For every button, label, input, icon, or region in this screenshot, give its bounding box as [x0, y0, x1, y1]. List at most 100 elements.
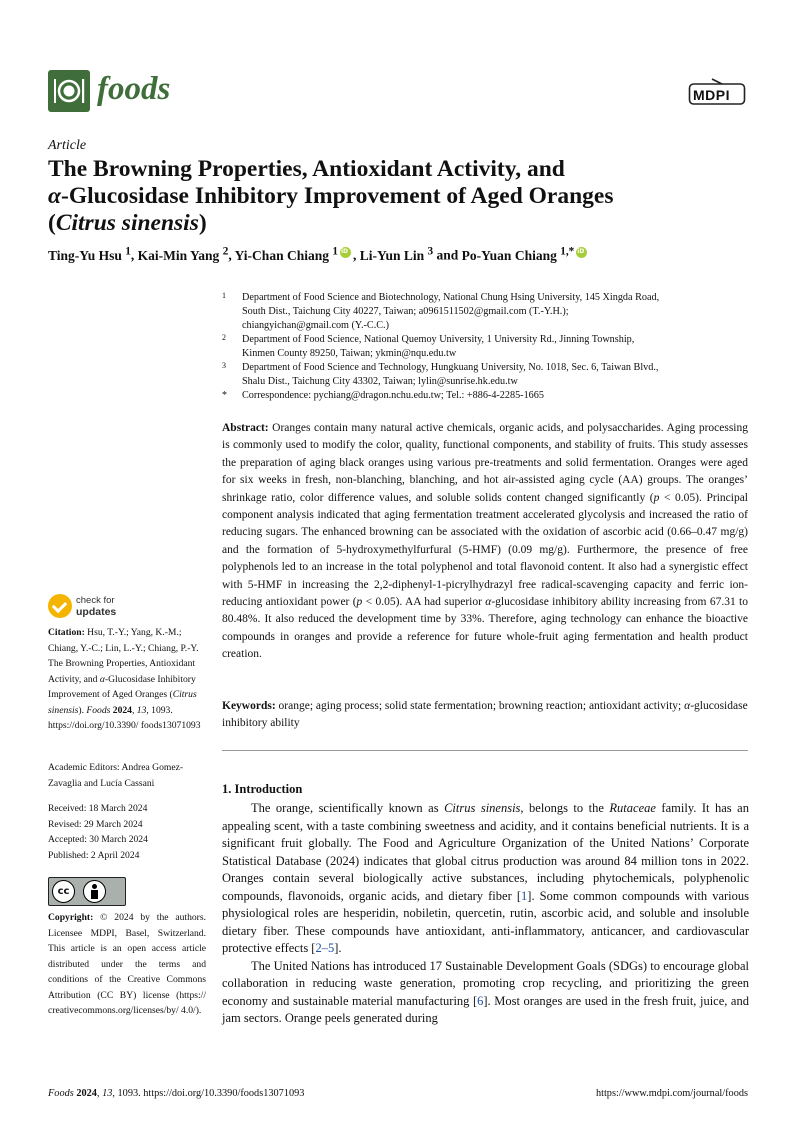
keywords-label: Keywords:: [222, 700, 276, 712]
section-divider: [222, 750, 748, 751]
introduction-body: The orange, scientifically known as Citr…: [222, 800, 749, 1028]
author-affil-sup: 3: [427, 245, 434, 257]
publication-dates: Received: 18 March 2024 Revised: 29 Marc…: [48, 801, 206, 863]
citation-text: ,: [131, 704, 137, 716]
citation-species: Citrus sinensis: [48, 689, 197, 716]
citation-journal: Foods: [86, 704, 111, 716]
keywords-text: -glucosidase inhibitory ability: [222, 700, 748, 730]
keywords-text: orange; aging process; solid state ferme…: [275, 700, 685, 712]
citation-text: ).: [78, 704, 87, 716]
affiliation-2: 2 Department of Food Science, National Q…: [222, 333, 742, 361]
author-sep: ,: [228, 247, 235, 263]
article-title: The Browning Properties, Antioxidant Act…: [48, 156, 748, 237]
paragraph: The orange, scientifically known as Citr…: [222, 800, 749, 958]
footer-doi[interactable]: , 1093. https://doi.org/10.3390/foods130…: [112, 1088, 305, 1099]
abstract-label: Abstract:: [222, 422, 269, 434]
correspondence-mark: *: [222, 390, 227, 401]
footer-year: 2024: [73, 1088, 97, 1099]
author-affil-sup: 2: [222, 245, 229, 257]
footer-volume: 13: [102, 1088, 113, 1099]
abstract-p-symbol: p: [653, 491, 660, 504]
cc-by-license-badge[interactable]: cc: [48, 877, 126, 906]
citation-text: , 1093. https://doi.org/10.3390/ foods13…: [48, 704, 201, 732]
author[interactable]: Ting-Yu Hsu 1: [48, 245, 131, 263]
author-sep: ,: [130, 247, 138, 263]
footer-text: ,: [96, 1088, 103, 1099]
title-line-1: The Browning Properties, Antioxidant Act…: [48, 156, 565, 182]
affiliations: 1 Department of Food Science and Biotech…: [222, 291, 742, 403]
accepted-date: Accepted: 30 March 2024: [48, 834, 148, 845]
section-heading-introduction: 1. Introduction: [222, 782, 303, 796]
author-name: Yi-Chan Chiang: [234, 247, 329, 263]
mdpi-logo: MDPI: [688, 78, 746, 108]
citation-label: Citation:: [48, 627, 85, 638]
copyright-text: © 2024 by the authors. Licensee MDPI, Ba…: [48, 912, 206, 1016]
citation-year: 2024: [110, 704, 132, 716]
citation-volume: 13: [136, 704, 147, 716]
paragraph-text: ]. Most oranges are used in the fresh fr…: [222, 993, 749, 1026]
correspondence: * Correspondence: pychiang@dragon.nchu.e…: [222, 389, 742, 403]
footer-journal: Foods: [48, 1088, 74, 1099]
title-line-2: α-Glucosidase Inhibitory Improvement of …: [48, 183, 748, 210]
author-name: Li-Yun Lin: [359, 247, 425, 263]
plate-icon: [54, 79, 85, 103]
updates-label: updates: [76, 606, 117, 618]
paragraph-text: ]. Some common compounds with various ph…: [222, 888, 750, 956]
paragraph-text: The United Nations has introduced 17 Sus…: [222, 958, 749, 1008]
academic-editors: Academic Editors: Andrea Gomez-Zavaglia …: [48, 762, 184, 789]
title-line-2-text: -Glucosidase Inhibitory Improvement of A…: [61, 183, 614, 209]
citation-text: Hsu, T.-Y.; Yang, K.-M.; Chiang, Y.-C.; …: [48, 627, 199, 685]
affiliation-1: 1 Department of Food Science and Biotech…: [222, 291, 742, 333]
paragraph: The United Nations has introduced 17 Sus…: [222, 958, 749, 1028]
abstract-text: Oranges contain many natural active chem…: [222, 422, 748, 504]
affiliation-line: Kinmen County 89250, Taiwan; ykmin@nqu.e…: [242, 348, 457, 359]
author[interactable]: Li-Yun Lin 3: [359, 245, 434, 263]
journal-name: foods: [97, 71, 171, 107]
check-for-updates-button[interactable]: check for updates: [48, 594, 168, 620]
author-affil-sup: 1: [332, 245, 338, 257]
title-paren-open: (: [48, 210, 56, 236]
correspondence-text: Correspondence: pychiang@dragon.nchu.edu…: [242, 390, 544, 401]
citation: Citation: Hsu, T.-Y.; Yang, K.-M.; Chian…: [48, 625, 206, 734]
author[interactable]: Po-Yuan Chiang 1,*: [461, 245, 590, 263]
affiliation-line: South Dist., Taichung City 40227, Taiwan…: [242, 306, 569, 317]
affiliation-line: Shalu Dist., Taichung City 43302, Taiwan…: [242, 376, 518, 387]
author-affil-sup: 1: [125, 245, 131, 257]
footer-journal-url[interactable]: https://www.mdpi.com/journal/foods: [595, 1088, 748, 1099]
keywords: Keywords: orange; aging process; solid s…: [222, 698, 748, 733]
author[interactable]: Yi-Chan Chiang 1: [234, 245, 353, 263]
abstract-text: < 0.05). AA had superior: [362, 596, 486, 609]
received-date: Received: 18 March 2024: [48, 803, 148, 814]
author-sep: and: [433, 247, 462, 263]
check-update-icon: [48, 594, 72, 618]
reference-link[interactable]: 1: [521, 888, 528, 903]
author-name: Po-Yuan Chiang: [461, 247, 557, 263]
orcid-icon[interactable]: [339, 246, 351, 258]
title-paren-close: ): [198, 210, 207, 236]
author-name: Kai-Min Yang: [137, 247, 220, 263]
orcid-icon[interactable]: [576, 246, 588, 258]
citation-text: -Glucosidase Inhibitory Improvement of A…: [48, 673, 196, 701]
copyright-label: Copyright:: [48, 912, 94, 923]
species-name: Citrus sinensis: [444, 801, 521, 815]
author-name: Ting-Yu Hsu: [48, 247, 122, 263]
affiliation-number: 1: [222, 291, 226, 300]
reference-link[interactable]: 6: [477, 993, 484, 1008]
copyright-notice: Copyright: © 2024 by the authors. Licens…: [48, 910, 206, 1019]
affiliation-3: 3 Department of Food Science and Technol…: [222, 361, 742, 389]
affiliation-number: 2: [222, 333, 226, 342]
paragraph-text: ].: [334, 941, 342, 955]
journal-logo: [48, 70, 90, 112]
footer-citation: Foods 2024, 13, 1093. https://doi.org/10…: [48, 1088, 304, 1099]
abstract-text: -glucosidase inhibitory ability increasi…: [222, 596, 748, 661]
abstract: Abstract: Oranges contain many natural a…: [222, 420, 748, 664]
paragraph-text: family. It has an appealing scent, with …: [222, 801, 749, 903]
author[interactable]: Kai-Min Yang 2: [137, 245, 229, 263]
article-type: Article: [48, 138, 87, 153]
author-affil-sup: 1,*: [560, 245, 575, 257]
author-sep: ,: [352, 247, 360, 263]
attribution-icon: [83, 880, 106, 903]
author-list: Ting-Yu Hsu 1, Kai-Min Yang 2, Yi-Chan C…: [48, 245, 589, 264]
affiliation-number: 3: [222, 361, 226, 370]
reference-link[interactable]: 2–5: [315, 941, 335, 955]
